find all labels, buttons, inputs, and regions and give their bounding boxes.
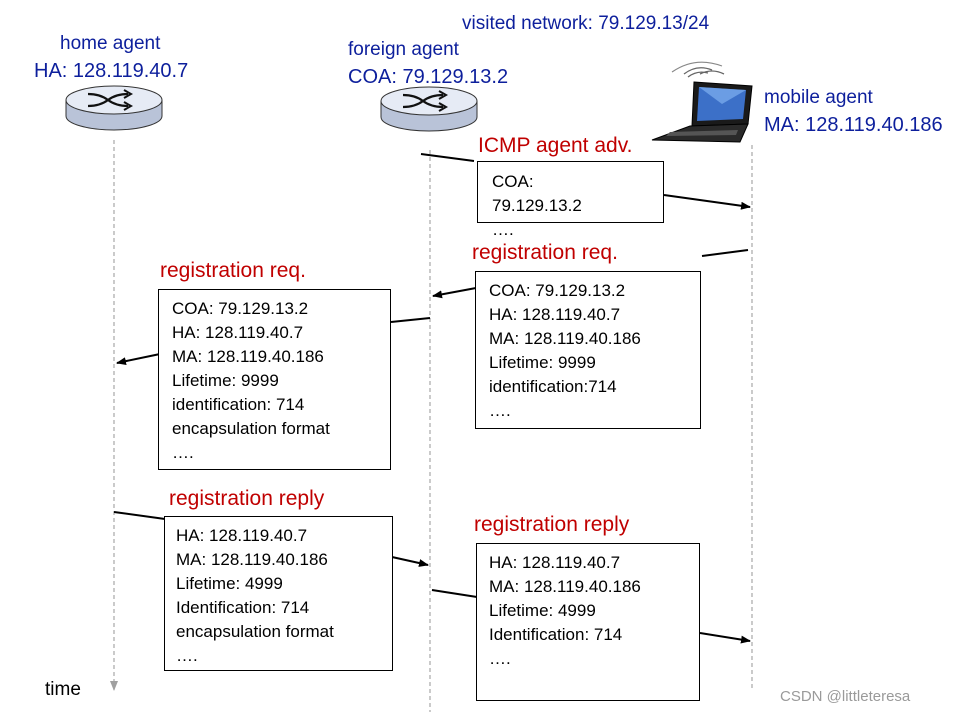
reg-req-ha-line: ….	[172, 443, 194, 462]
reg-req-ha-line: HA: 128.119.40.7	[172, 323, 304, 342]
home-agent-address: HA: 128.119.40.7	[34, 60, 189, 82]
reg-reply-fa-line: Lifetime: 4999	[489, 601, 596, 620]
reg-reply-ha-line: Lifetime: 4999	[176, 574, 283, 593]
reg-reply-ha-arrow-start	[113, 511, 166, 520]
reg-req-fa-title: registration req.	[472, 241, 618, 264]
visited-network-label: visited network: 79.129.13/24	[462, 13, 710, 34]
icmp-adv-box: COA: 79.129.13.2 ….	[477, 161, 664, 239]
reg-req-fa-line: COA: 79.129.13.2	[489, 281, 626, 300]
reg-reply-ha-arrow-end	[391, 556, 429, 567]
reg-req-fa-arrow-start	[701, 249, 749, 257]
icmp-adv-line: 79.129.13.2	[492, 196, 582, 215]
reg-reply-ha-line: HA: 128.119.40.7	[176, 526, 308, 545]
reg-req-ha-line: COA: 79.129.13.2	[172, 299, 309, 318]
home-router-icon	[65, 85, 163, 131]
reg-reply-fa-line: HA: 128.119.40.7	[489, 553, 621, 572]
reg-req-fa-line: MA: 128.119.40.186	[489, 329, 641, 348]
foreign-agent-name: foreign agent	[348, 39, 459, 60]
reg-req-ha-line: MA: 128.119.40.186	[172, 347, 324, 366]
reg-reply-ha-box: HA: 128.119.40.7 MA: 128.119.40.186 Life…	[164, 516, 393, 671]
time-axis-label: time	[45, 679, 81, 700]
reg-reply-fa-line: MA: 128.119.40.186	[489, 577, 641, 596]
reg-req-ha-line: encapsulation format	[172, 419, 330, 438]
icmp-adv-line: ….	[492, 220, 514, 239]
reg-req-ha-arrow-start	[390, 317, 431, 323]
reg-req-fa-line: ….	[489, 401, 511, 420]
reg-reply-ha-line: Identification: 714	[176, 598, 310, 617]
reg-req-ha-line: Lifetime: 9999	[172, 371, 279, 390]
foreign-agent-address: COA: 79.129.13.2	[348, 66, 509, 88]
icmp-adv-line: COA:	[492, 172, 534, 191]
reg-reply-ha-title: registration reply	[169, 487, 325, 510]
icmp-adv-title: ICMP agent adv.	[478, 134, 633, 157]
icmp-adv-arrow-end	[663, 194, 751, 210]
reg-req-ha-line: identification: 714	[172, 395, 305, 414]
reg-req-ha-box: COA: 79.129.13.2 HA: 128.119.40.7 MA: 12…	[158, 289, 391, 470]
mobile-agent-address: MA: 128.119.40.186	[764, 114, 943, 136]
reg-req-fa-line: HA: 128.119.40.7	[489, 305, 621, 324]
watermark: CSDN @littleteresa	[780, 688, 911, 705]
icmp-adv-arrow-start	[420, 153, 475, 162]
laptop-icon	[651, 61, 753, 143]
reg-req-ha-arrow-end	[116, 353, 161, 366]
reg-req-fa-line: identification:714	[489, 377, 617, 396]
reg-reply-ha-line: ….	[176, 646, 198, 665]
reg-reply-ha-line: MA: 128.119.40.186	[176, 550, 328, 569]
reg-reply-fa-box: HA: 128.119.40.7 MA: 128.119.40.186 Life…	[476, 543, 700, 701]
foreign-router-icon	[380, 86, 478, 132]
reg-reply-ha-line: encapsulation format	[176, 622, 334, 641]
reg-req-ha-title: registration req.	[160, 259, 306, 282]
mobile-agent-name: mobile agent	[764, 87, 873, 108]
home-agent-name: home agent	[60, 33, 161, 54]
reg-req-fa-arrow-end	[432, 287, 477, 299]
reg-reply-fa-arrow-end	[699, 632, 751, 644]
reg-reply-fa-title: registration reply	[474, 513, 630, 536]
reg-reply-fa-line: Identification: 714	[489, 625, 623, 644]
reg-reply-fa-line: ….	[489, 649, 511, 668]
reg-req-fa-line: Lifetime: 9999	[489, 353, 596, 372]
reg-req-fa-box: COA: 79.129.13.2 HA: 128.119.40.7 MA: 12…	[475, 271, 701, 429]
reg-reply-fa-arrow-start	[431, 589, 478, 598]
